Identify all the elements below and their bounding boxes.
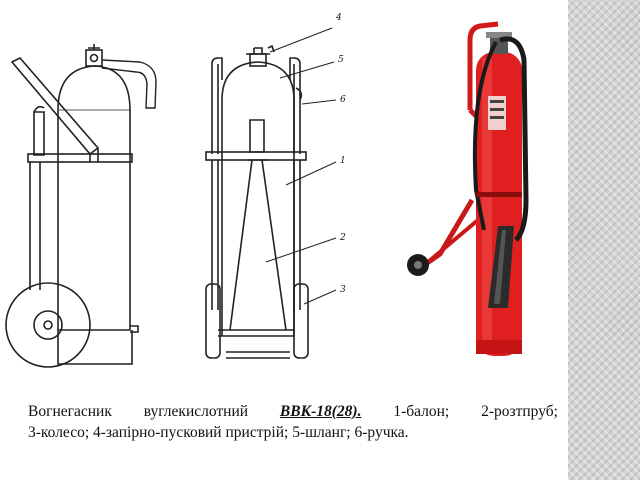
figure-svg: 4 5 6 1 2 3 bbox=[5, 13, 529, 368]
callout-5: 5 bbox=[338, 55, 344, 65]
callout-1: 1 bbox=[340, 156, 346, 166]
callout-numbers: 4 5 6 1 2 3 bbox=[335, 13, 346, 295]
extinguisher-photo bbox=[407, 21, 529, 356]
side-view-drawing bbox=[5, 44, 157, 368]
figure-area: 4 5 6 1 2 3 bbox=[5, 13, 529, 368]
callout-lines bbox=[265, 27, 337, 305]
front-view-drawing bbox=[205, 44, 309, 359]
extinguisher-model: ВВК-18(28). bbox=[279, 403, 362, 420]
caption-line-1: Вогнегасник вуглекислотний ВВК-18(28). 1… bbox=[28, 401, 558, 422]
caption-word: вуглекислотний bbox=[143, 403, 249, 420]
caption-word: Вогнегасник bbox=[28, 403, 112, 420]
caption-line-2: 3-колесо; 4-запірно-пусковий пристрій; 5… bbox=[28, 424, 409, 441]
decorative-side-stripe bbox=[568, 0, 640, 480]
caption-part-2: 2-розтпруб; bbox=[481, 403, 558, 420]
caption: Вогнегасник вуглекислотний ВВК-18(28). 1… bbox=[28, 401, 558, 443]
caption-part-1: 1-балон; bbox=[393, 403, 450, 420]
callout-3: 3 bbox=[340, 285, 346, 295]
callout-6: 6 bbox=[340, 95, 346, 105]
callout-2: 2 bbox=[339, 233, 346, 243]
callout-4: 4 bbox=[335, 13, 342, 23]
